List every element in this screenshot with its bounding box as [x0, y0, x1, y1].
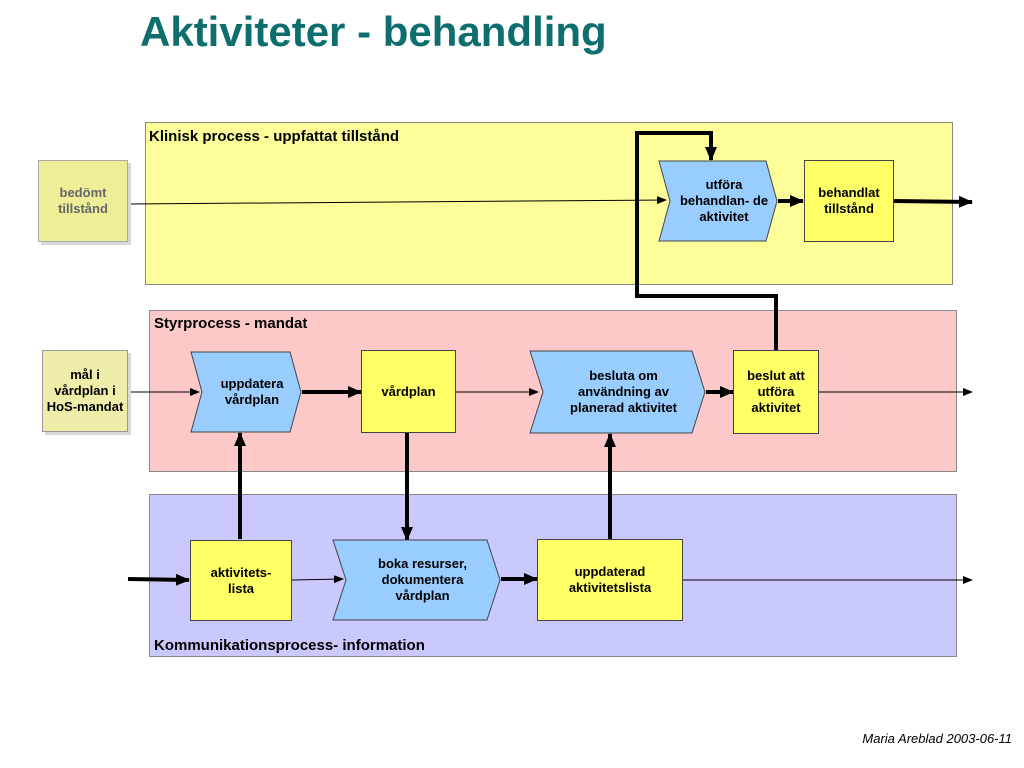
node-updated-list-label: uppdaterad aktivitetslista [568, 564, 652, 595]
node-activity-list-label: aktivitets- lista [210, 564, 272, 596]
node-decide-use: besluta om användning av planerad aktivi… [529, 350, 706, 434]
arrow-list-to-book [291, 575, 344, 584]
node-careplan-label: vårdplan [381, 383, 436, 399]
input-goal-careplan: mål i vårdplan i HoS-mandat [42, 350, 128, 432]
node-treated-state: behandlat tillstånd [804, 160, 894, 242]
node-decide-use-label: besluta om användning av planerad aktivi… [570, 368, 677, 415]
node-updated-list: uppdaterad aktivitetslista [537, 539, 683, 621]
node-decision-perform-label: beslut att utföra aktivitet [747, 368, 805, 415]
footer-credit: Maria Areblad 2003-06-11 [862, 731, 1012, 746]
lane-clinical-label: Klinisk process - uppfattat tillstånd [149, 128, 400, 145]
node-update-careplan-label: uppdatera vårdplan [220, 376, 284, 407]
page-title: Aktiviteter - behandling [140, 8, 607, 55]
input-assessed-label: bedömt tillstånd [58, 185, 108, 216]
lane-control-label: Styrprocess - mandat [154, 315, 308, 332]
node-treated-state-label: behandlat tillstånd [818, 185, 880, 216]
node-perform-activity: utföra behandlan- de aktivitet [658, 160, 778, 242]
node-activity-list: aktivitets- lista [190, 540, 292, 621]
node-book-resources: boka resurser, dokumentera vårdplan [332, 539, 501, 621]
input-assessed-state: bedömt tillstånd [38, 160, 128, 242]
node-book-resources-label: boka resurser, dokumentera vårdplan [378, 556, 467, 603]
lane-communication-label: Kommunikationsprocess- information [154, 637, 425, 654]
arrow-in-to-list [127, 573, 190, 586]
arrow-assessed-to-perform [128, 196, 667, 205]
arrow-treated-out [893, 195, 973, 208]
node-update-careplan: uppdatera vårdplan [190, 351, 302, 433]
arrow-decision-to-perform [635, 131, 778, 350]
input-goal-label: mål i vårdplan i HoS-mandat [46, 367, 124, 414]
node-perform-activity-label: utföra behandlan- de aktivitet [679, 177, 769, 224]
node-careplan: vårdplan [361, 350, 456, 433]
node-decision-perform: beslut att utföra aktivitet [733, 350, 819, 434]
